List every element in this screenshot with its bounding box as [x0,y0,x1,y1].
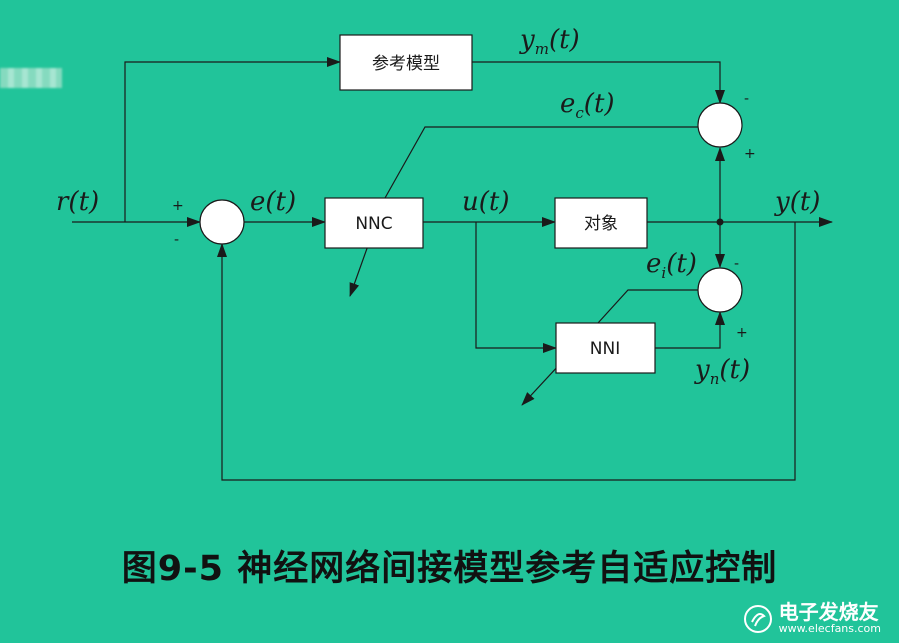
nnc-label: NNC [355,214,392,234]
watermark-logo-icon [743,604,772,633]
plant-block [554,197,648,249]
reference-model-block [339,34,473,91]
watermark: 电子发烧友 www.elecfans.com [743,602,881,635]
u-to-nni-line [475,222,557,353]
nni-label: NNI [590,339,620,359]
junction-dot [716,218,724,226]
ei-adapt-line [597,289,698,324]
summing-junction-identifier [697,267,743,313]
ym-line [472,61,725,104]
signal-yn-label: yn(t) [694,355,750,388]
sign-model-minus: - [744,91,749,107]
signal-r-label: r(t) [56,187,99,217]
nni-block [555,322,656,374]
signal-ym-label: ym(t) [519,25,580,58]
sign-model-plus: + [744,146,756,162]
watermark-title: 电子发烧友 [778,600,879,625]
signal-ec-label: ec(t) [560,89,615,122]
signal-y-label: y(t) [774,187,820,217]
signal-e-label: e(t) [250,187,296,217]
sign-input-minus: - [174,232,179,248]
reference-model-label: 参考模型 [372,54,440,74]
sign-ident-plus: + [736,325,748,341]
sign-input-plus: + [172,198,184,214]
watermark-url: www.elecfans.com [778,622,881,636]
blurred-logo [0,68,62,88]
signal-u-label: u(t) [462,187,509,217]
summing-junction-model [697,102,743,148]
plant-label: 对象 [584,214,618,234]
nnc-block [324,197,424,249]
feedback-line [217,222,796,481]
sign-ident-minus: - [734,256,739,272]
ref-branch-line [124,57,341,222]
ec-adapt-line [384,126,698,199]
summing-junction-input [199,199,245,245]
yn-line [655,311,725,349]
signal-ei-label: ei(t) [646,249,697,282]
figure-caption: 图9-5 神经网络间接模型参考自适应控制 [121,549,778,589]
